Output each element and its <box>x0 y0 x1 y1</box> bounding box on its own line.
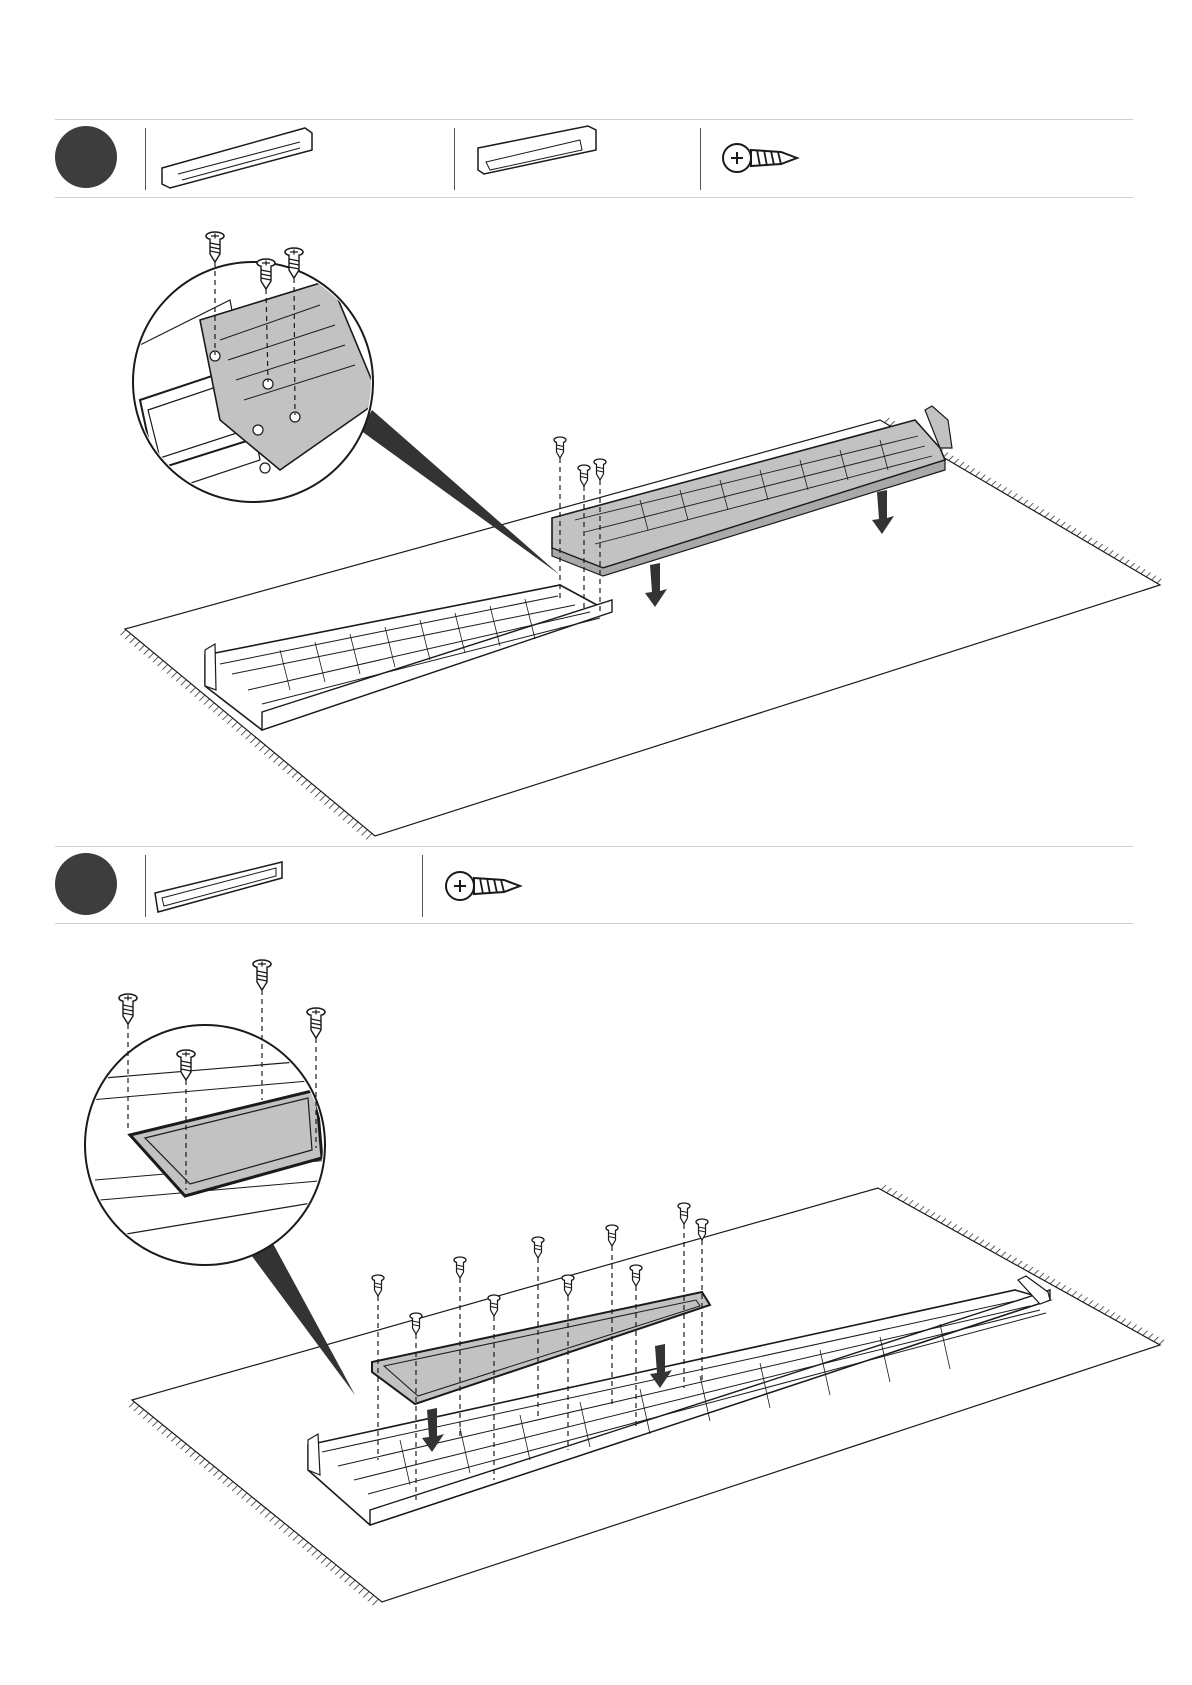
step2-magnifier-callout <box>80 960 355 1395</box>
step1-phillips-screw-icon <box>723 144 797 172</box>
step1-part-rail-a <box>162 128 312 188</box>
step1-part-rail-b <box>478 126 596 174</box>
step2-phillips-screw-icon <box>446 872 520 900</box>
step1-magnifier-callout <box>130 232 560 575</box>
step2-part-tapered-panel <box>155 862 282 912</box>
